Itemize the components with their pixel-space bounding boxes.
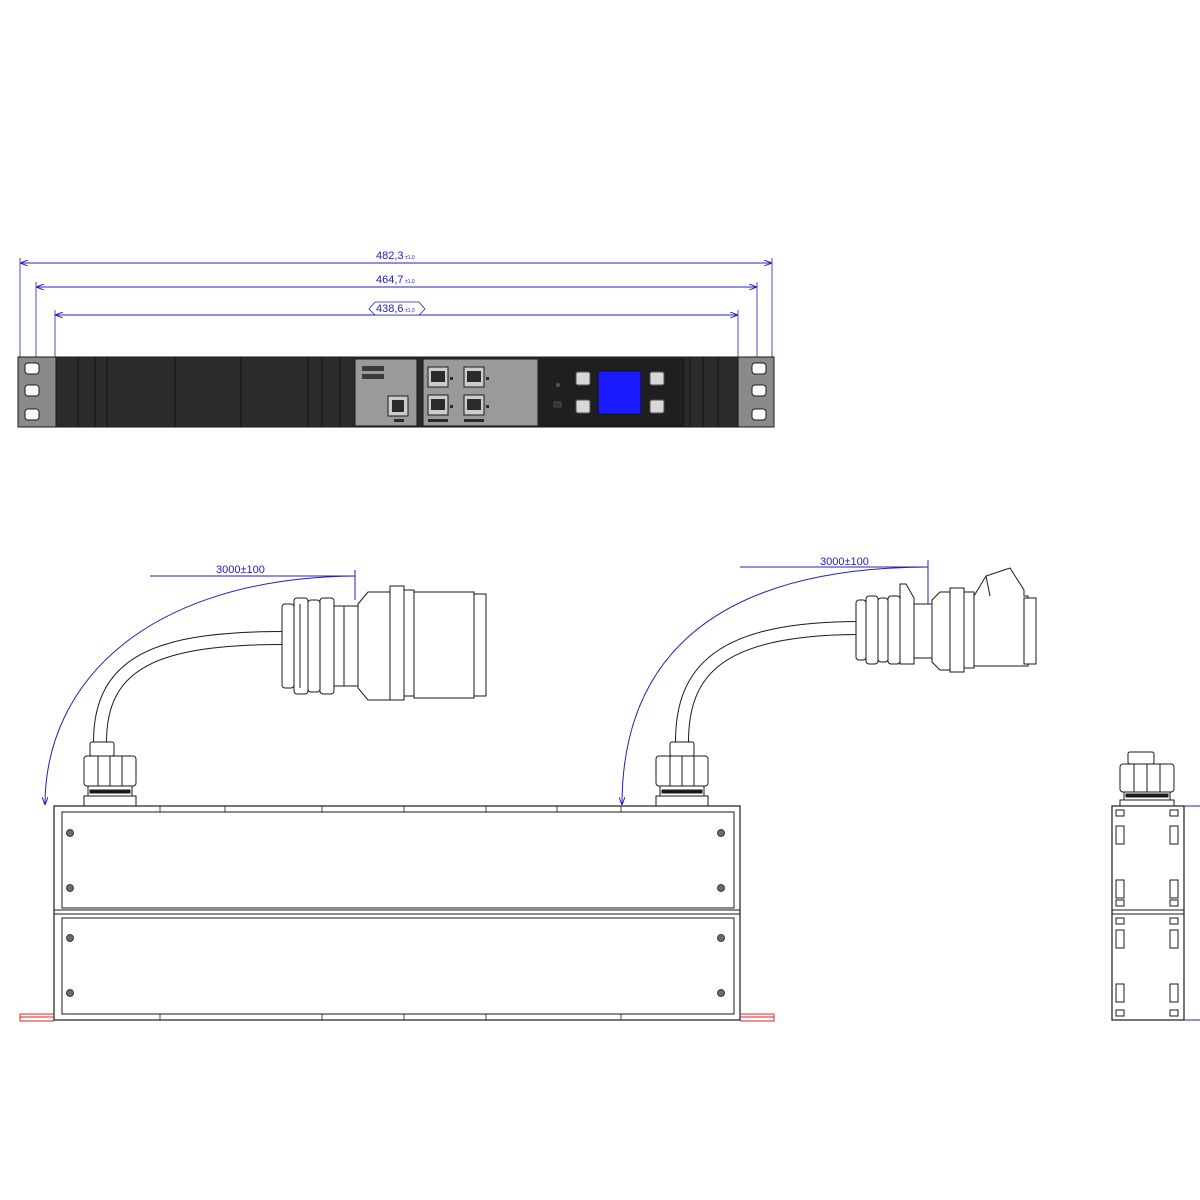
chassis-dividers (77, 357, 719, 427)
extension-lines (19, 258, 773, 362)
rack-ear-right (737, 356, 775, 428)
dimension-body-width: 438,6 ±1,0 (55, 301, 738, 315)
display-module (539, 358, 685, 427)
dimension-cable-length-right-value: 3000±100 (820, 556, 869, 568)
dimension-body-width-value: 438,6 (376, 303, 404, 315)
pdu-body-side (19, 805, 775, 1022)
end-view-dimension (1184, 805, 1200, 1021)
dimension-cable-length-left-value: 3000±100 (216, 564, 265, 576)
cable-gland-end (1119, 751, 1175, 807)
end-view-body (1111, 805, 1185, 1021)
dimension-mount-spacing: 464,7 ±1,0 (36, 274, 757, 287)
dimension-overall-width-value: 482,3 (376, 250, 404, 262)
dimension-cable-length-right: 3000±100 (622, 556, 929, 805)
lcd-display (597, 370, 642, 415)
mounting-screws (66, 829, 725, 997)
display-button (575, 399, 591, 414)
cee-plug-right (855, 567, 1037, 673)
front-view: 482,3 ±1,0 464,7 ±1,0 438,6 ±1,0 (17, 250, 775, 428)
dimension-cable-length-left: 3000±100 (45, 564, 356, 805)
dimension-overall-width: 482,3 ±1,0 (20, 250, 772, 263)
end-view (1111, 751, 1200, 1021)
rj45-port (427, 394, 449, 416)
dimension-body-width-tolerance: ±1,0 (405, 308, 415, 314)
cable-gland-left (83, 741, 137, 807)
rj45-port (463, 366, 485, 388)
end-view-slots (1115, 809, 1179, 1017)
rack-ear-left (17, 356, 57, 428)
rj45-port (463, 394, 485, 416)
body-ticks (159, 806, 622, 1020)
dimension-mount-spacing-value: 464,7 (376, 274, 404, 286)
network-module (422, 358, 539, 427)
cee-plug-left (281, 585, 487, 701)
sensor-module (354, 358, 418, 427)
dimension-overall-width-tolerance: ±1,0 (405, 255, 415, 261)
display-button (649, 371, 665, 386)
power-cable-right (675, 621, 861, 743)
rj45-port (427, 366, 449, 388)
cable-gland-right (655, 741, 709, 807)
side-view: 3000±100 3000±100 (19, 556, 1037, 1022)
mounting-feet (19, 1013, 775, 1022)
status-led (556, 383, 560, 387)
display-button (649, 399, 665, 414)
dimension-mount-spacing-tolerance: ±1,0 (405, 279, 415, 285)
display-button (575, 371, 591, 386)
power-cable-left (93, 631, 286, 743)
